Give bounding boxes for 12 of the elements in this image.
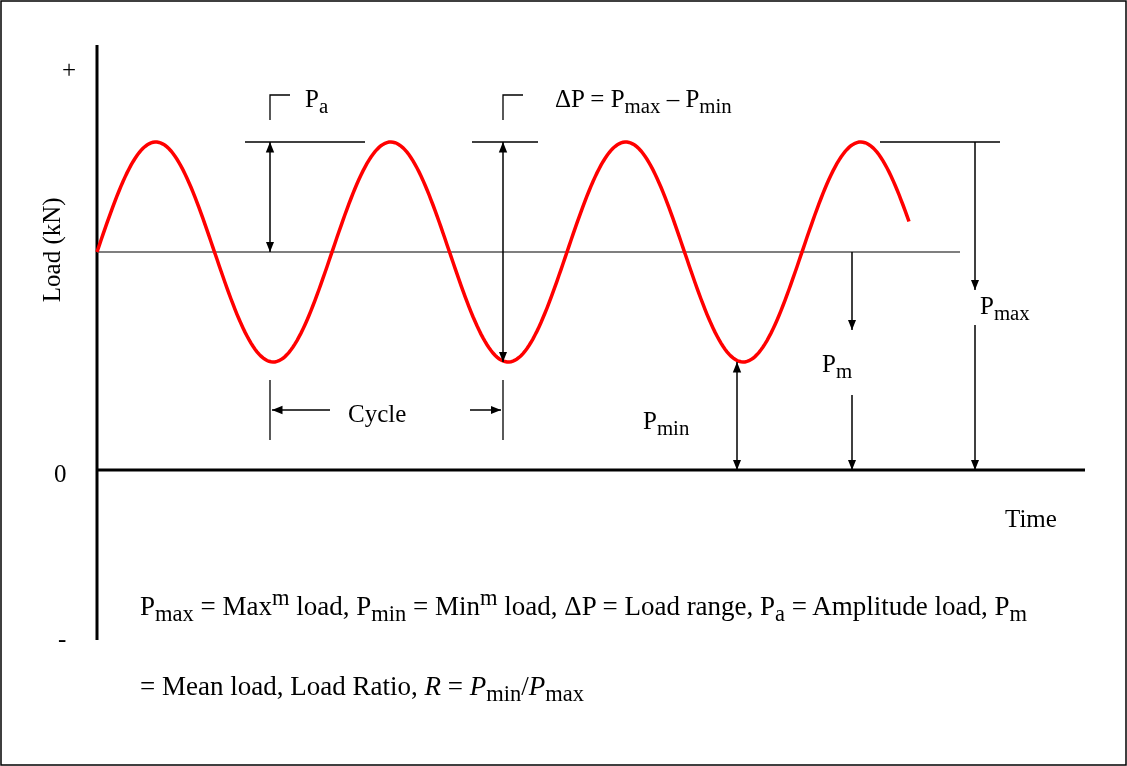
- axis-title: Time: [1005, 505, 1057, 533]
- axis-title: Load (kN): [38, 196, 66, 305]
- legend-note: P$_{max}$ = Max$^{m}$ load, P$_{min}$ = Min$^{m}$ load, ΔP = Load range, P$_{a}$ = Amplitude load, P$_{m}$ = Mean load, Load Ratio, R = P$_{min}$/P$_{max}$: [140, 584, 1029, 709]
- dimension-label: P$_{a}$: [305, 85, 329, 118]
- axis-sign: +: [62, 56, 77, 84]
- dimension-label: Cycle: [348, 400, 407, 428]
- formula-label: ΔP = P$_{max}$ – P$_{min}$: [555, 85, 732, 118]
- dimension-label: P$_{min}$: [643, 407, 690, 440]
- axis-tick-label: 0: [54, 460, 67, 488]
- dimension-label: P$_{max}$: [980, 292, 1030, 325]
- axis-sign: -: [58, 625, 67, 653]
- dimension-label: P$_{m}$: [822, 350, 853, 383]
